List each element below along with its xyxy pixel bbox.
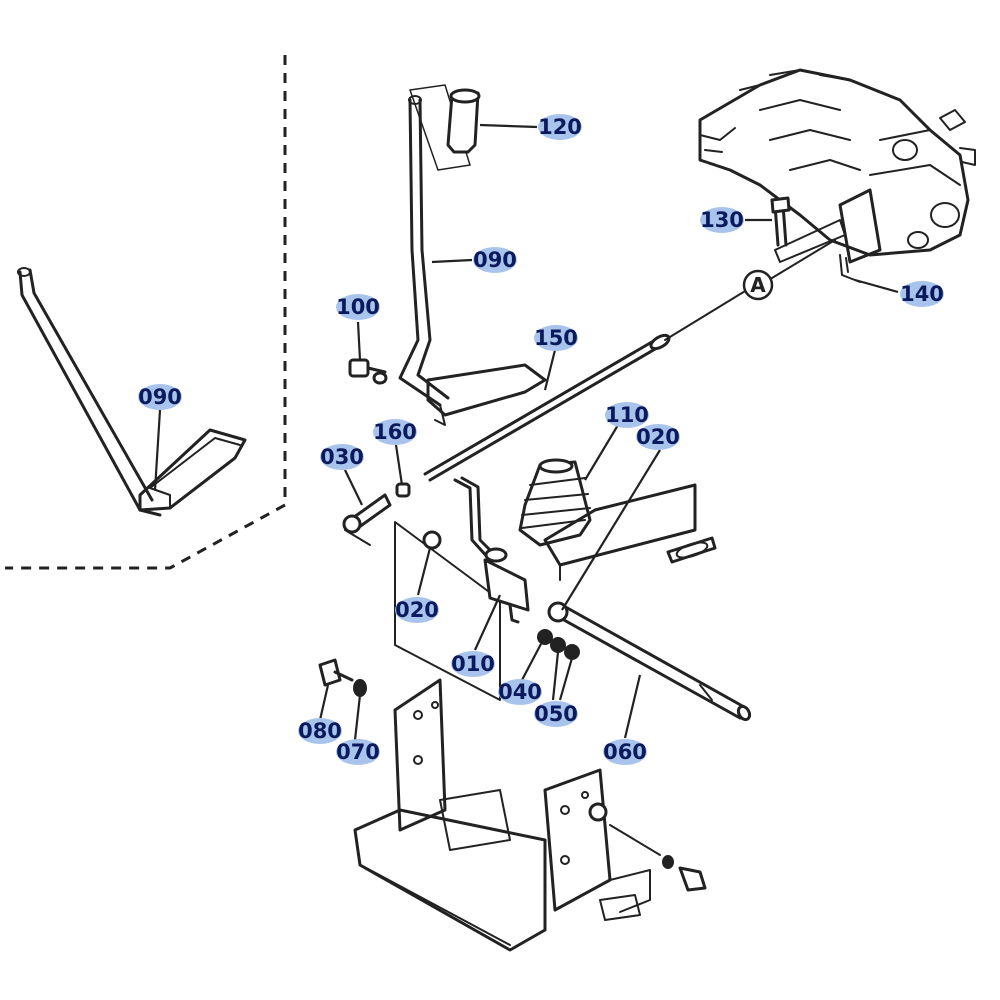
- svg-text:070: 070: [336, 740, 380, 764]
- right-bracket-plate: [543, 483, 717, 581]
- svg-text:030: 030: [320, 445, 364, 469]
- callout-110: 110: [605, 402, 649, 428]
- leader-090-main: [431, 258, 473, 264]
- svg-text:080: 080: [298, 719, 342, 743]
- leader-020-right: [561, 449, 661, 611]
- reference-leader: [771, 239, 836, 279]
- callout-100: 100: [336, 294, 380, 320]
- shaft-060: [553, 603, 752, 722]
- svg-text:110: 110: [605, 403, 649, 427]
- inset-boundary: [5, 55, 287, 570]
- leader-160: [394, 444, 404, 486]
- reference-marker: A: [750, 273, 766, 297]
- leader-110: [584, 424, 619, 481]
- svg-text:050: 050: [534, 702, 578, 726]
- clevis-bracket: [774, 219, 846, 263]
- callout-090-main: 090: [473, 247, 517, 273]
- svg-text:020: 020: [636, 425, 680, 449]
- leader-100: [356, 321, 362, 361]
- lever-arm-010: [453, 476, 530, 624]
- washer-050-b: [564, 644, 580, 660]
- callout-010: 010: [451, 651, 495, 677]
- control-valve: [698, 68, 976, 264]
- shift-arm-030: [342, 493, 392, 546]
- backing-plate: [394, 521, 501, 701]
- nut-160: [395, 482, 411, 498]
- callout-140: 140: [900, 281, 944, 307]
- washer-050-a: [550, 637, 566, 653]
- svg-text:060: 060: [603, 740, 647, 764]
- pin-130: [770, 196, 791, 247]
- inset-lever-090: [17, 267, 247, 517]
- callout-160: 160: [373, 419, 417, 445]
- leader-120: [479, 123, 538, 129]
- leader-050-b: [558, 657, 574, 701]
- svg-text:160: 160: [373, 420, 417, 444]
- washer-070: [353, 679, 367, 697]
- leader-060: [623, 674, 642, 739]
- svg-text:020: 020: [395, 598, 439, 622]
- rod-150: [423, 284, 756, 482]
- washer-040: [537, 629, 553, 645]
- leader-070: [353, 694, 362, 741]
- leader-080: [318, 684, 330, 721]
- svg-text:010: 010: [451, 652, 495, 676]
- leader-090-inset: [153, 409, 162, 491]
- main-lever-090: [398, 84, 547, 426]
- leader-140: [854, 278, 899, 294]
- bolt-100: [348, 358, 388, 385]
- callout-020-left: 020: [395, 597, 439, 623]
- leader-050-a: [551, 651, 560, 701]
- callout-040: 040: [498, 679, 542, 705]
- base-frame: [353, 678, 707, 952]
- svg-text:040: 040: [498, 680, 542, 704]
- svg-text:150: 150: [534, 326, 578, 350]
- callout-080: 080: [298, 718, 342, 744]
- leader-010: [473, 594, 502, 651]
- callout-130: 130: [700, 207, 744, 233]
- callout-060: 060: [603, 739, 647, 765]
- leader-040: [521, 641, 543, 681]
- callout-090-inset: 090: [138, 384, 182, 410]
- svg-text:120: 120: [538, 115, 582, 139]
- callout-020-right: 020: [636, 424, 680, 450]
- svg-text:090: 090: [473, 248, 517, 272]
- leader-020-left: [416, 547, 432, 596]
- callout-070: 070: [336, 739, 380, 765]
- rubber-boot-110: [518, 458, 592, 547]
- reference-marker-circle: [742, 269, 774, 301]
- callout-120: 120: [538, 114, 582, 140]
- svg-text:100: 100: [336, 295, 380, 319]
- svg-text:090: 090: [138, 385, 182, 409]
- svg-text:140: 140: [900, 282, 944, 306]
- callout-050: 050: [534, 701, 578, 727]
- svg-text:130: 130: [700, 208, 744, 232]
- cotter-pin-140: [839, 254, 861, 283]
- callout-030: 030: [320, 444, 364, 470]
- callout-150: 150: [534, 325, 578, 351]
- leader-150: [543, 349, 557, 391]
- leader-030: [344, 469, 363, 506]
- bushing-020-left: [422, 530, 442, 550]
- bolt-080: [318, 658, 354, 687]
